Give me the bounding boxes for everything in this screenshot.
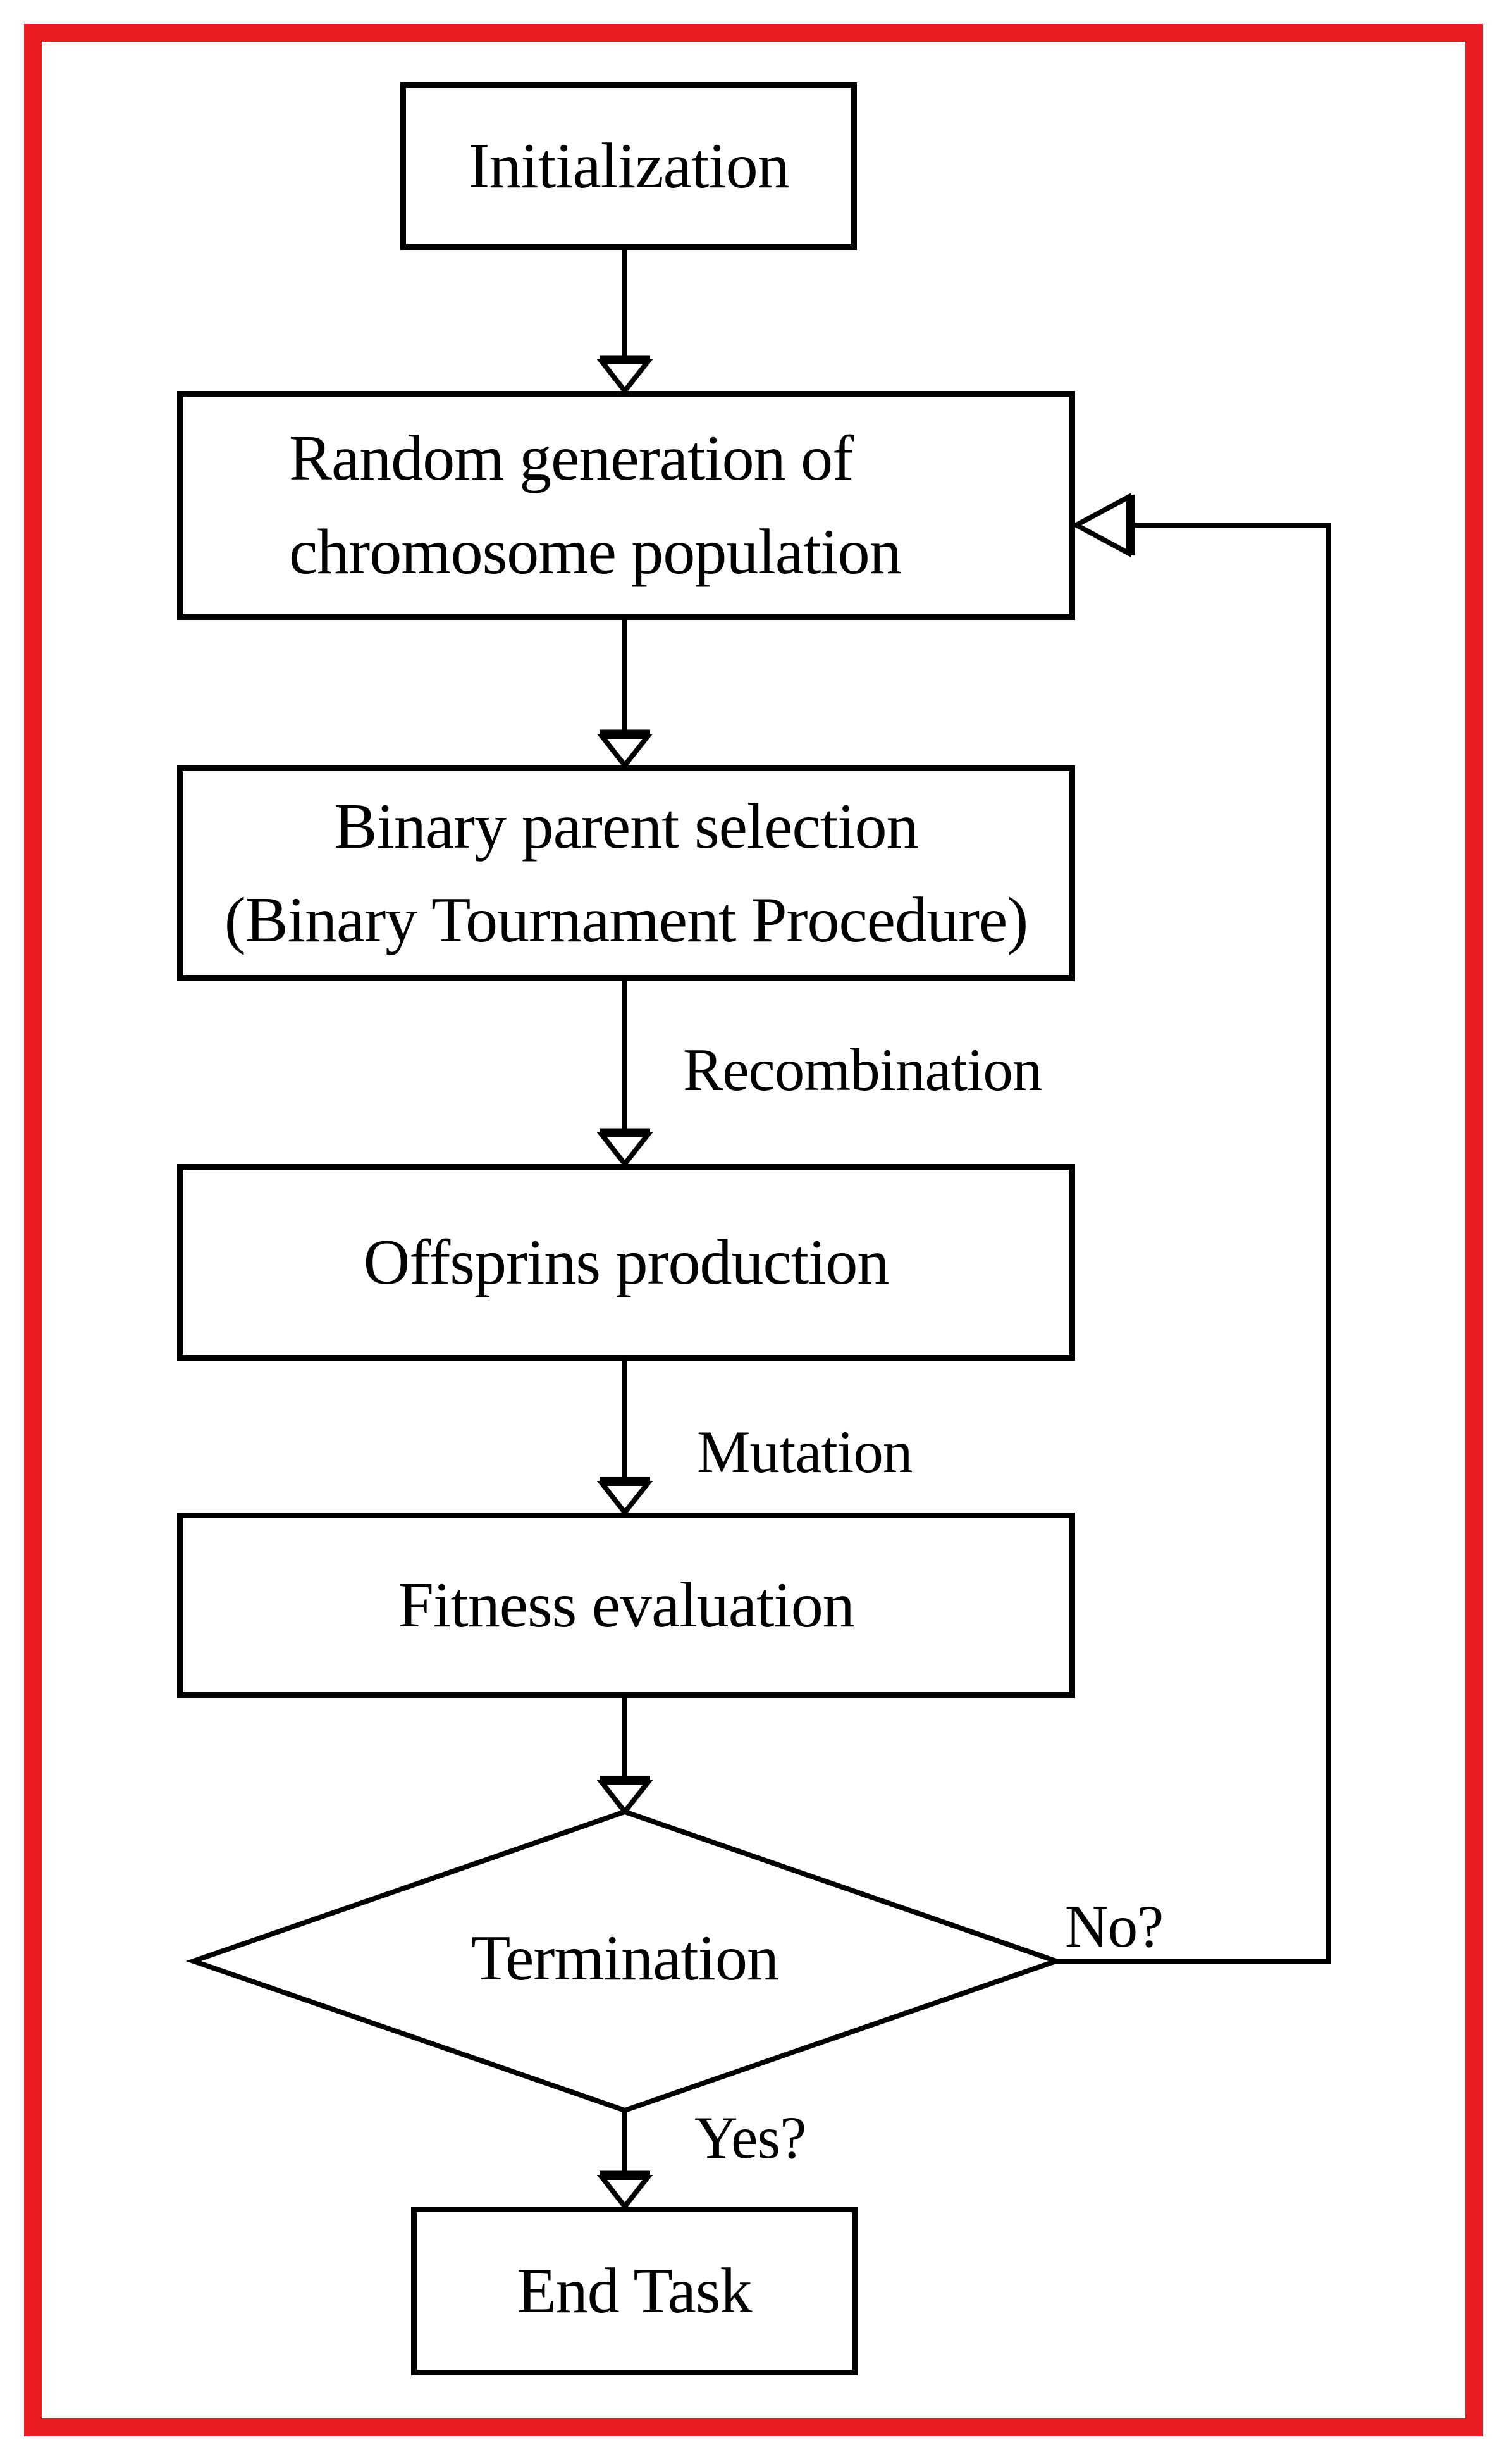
node-end-task: End Task [411, 2207, 858, 2375]
arrowhead-down-icon [596, 359, 653, 395]
edge-termination-random-feedback [1056, 523, 1331, 1964]
arrowhead-left-icon [1071, 493, 1131, 557]
node-random-generation: Random generation of chromosome populati… [177, 391, 1075, 620]
node-termination-label: Termination [471, 1922, 779, 1994]
node-binary-parent-selection: Binary parent selection (Binary Tourname… [177, 765, 1075, 981]
node-fitness-evaluation: Fitness evaluation [177, 1513, 1075, 1698]
node-initialization: Initialization [400, 82, 857, 250]
edge-label-no: No? [1065, 1893, 1164, 1960]
arrowhead-down-icon [596, 2175, 653, 2211]
edge-label-recombination: Recombination [683, 1036, 1042, 1103]
node-initialization-label: Initialization [468, 130, 789, 202]
node-offspring-production-label: Offsprins production [363, 1226, 890, 1298]
node-binary-parent-selection-line2: (Binary Tournament Procedure) [224, 884, 1029, 956]
edge-label-mutation: Mutation [697, 1418, 913, 1485]
node-offspring-production: Offsprins production [177, 1164, 1075, 1361]
arrowhead-down-icon [596, 1780, 653, 1816]
node-fitness-evaluation-label: Fitness evaluation [398, 1569, 854, 1641]
node-random-generation-line1: Random generation of [289, 423, 854, 495]
edge-label-yes: Yes? [694, 2104, 806, 2171]
node-end-task-label: End Task [517, 2255, 752, 2327]
arrowhead-down-icon [596, 1481, 653, 1517]
node-binary-parent-selection-line1: Binary parent selection [334, 790, 919, 862]
arrowhead-down-icon [596, 734, 653, 770]
arrowhead-down-icon [596, 1132, 653, 1168]
node-random-generation-line2: chromosome population [289, 516, 902, 588]
